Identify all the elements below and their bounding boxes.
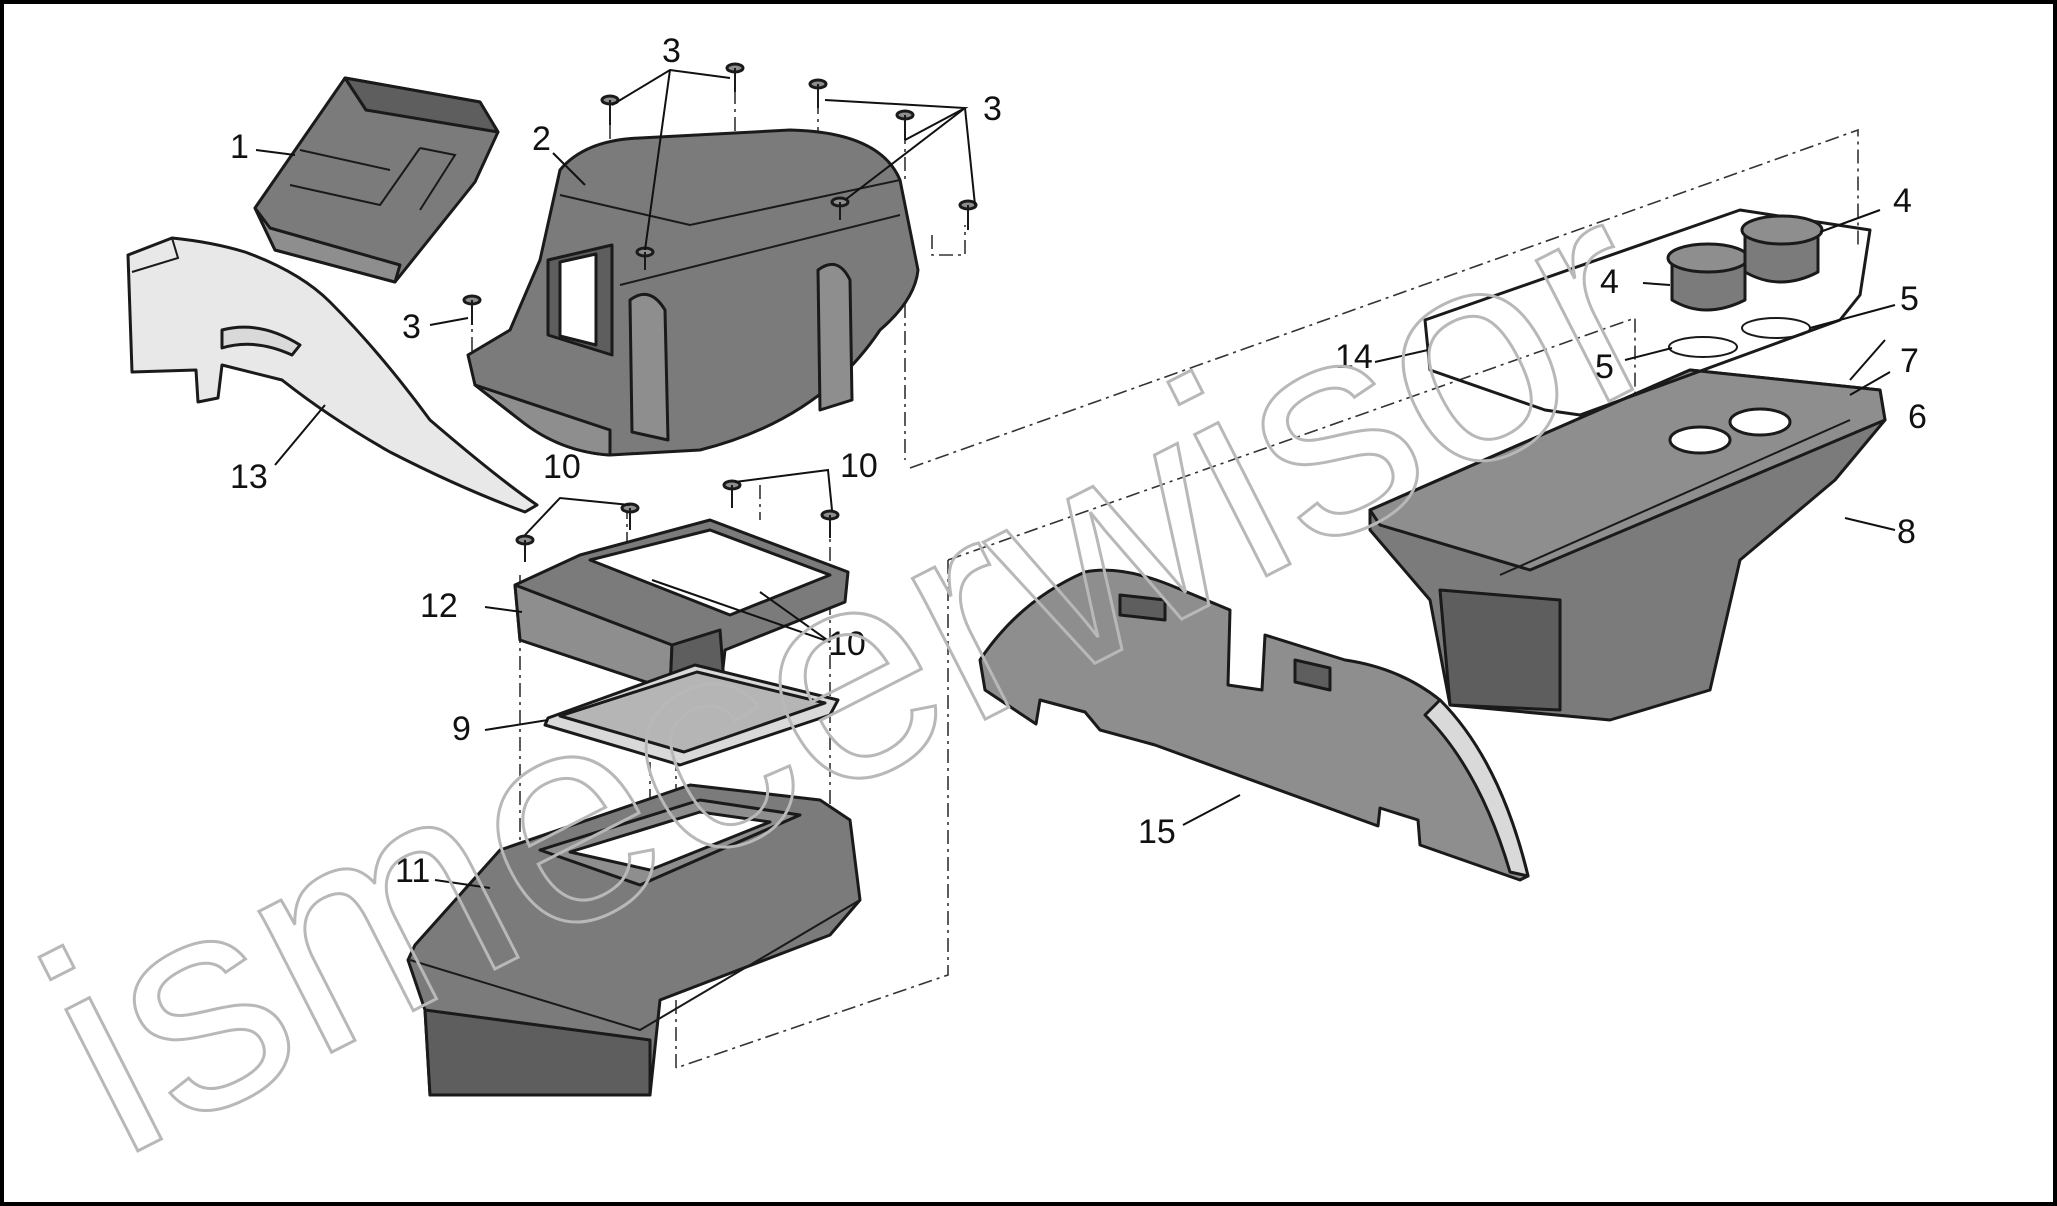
callout-1: 1 [230,128,249,166]
callout-4: 4 [1893,182,1912,220]
callout-3: 3 [402,308,421,346]
screw [722,479,742,508]
callout-15: 15 [1138,813,1176,851]
callout-2: 2 [532,120,551,158]
callout-9: 9 [452,710,471,748]
callout-13: 13 [230,458,268,496]
callout-3: 3 [662,32,681,70]
callout-4: 4 [1600,263,1619,301]
callout-14: 14 [1335,338,1373,376]
screw [958,199,978,230]
callout-6: 6 [1908,398,1927,436]
callout-10: 10 [828,625,866,663]
screw [820,509,840,538]
callout-5: 5 [1900,280,1919,318]
callout-5: 5 [1595,348,1614,386]
callout-10: 10 [840,447,878,485]
part-3-screws [462,62,978,325]
part-2-airbox-cover [466,128,920,457]
part-8-airbox-housing [1368,368,1887,722]
callout-7: 7 [1900,342,1919,380]
part-9-filter-element [543,663,840,767]
screw [725,62,745,92]
part-4-velocity-stacks [1666,214,1824,312]
leader-lines [255,68,1896,889]
screw [600,94,620,125]
screw [808,78,828,108]
callout-labels: 1 2 3 3 3 4 4 5 5 6 7 8 9 10 10 10 11 12… [230,32,1927,890]
part-1-intake-duct [253,76,500,284]
part-15-side-panel [978,568,1530,882]
callout-12: 12 [420,587,458,625]
screw [515,534,535,562]
callout-10: 10 [543,448,581,486]
screw [895,109,915,140]
part-13-deflector [126,236,539,514]
screw [830,196,850,220]
callout-11: 11 [395,852,430,890]
callout-8: 8 [1897,513,1916,551]
screw [462,294,482,325]
part-11-lower-airbox [406,783,862,1097]
callout-3: 3 [983,90,1002,128]
